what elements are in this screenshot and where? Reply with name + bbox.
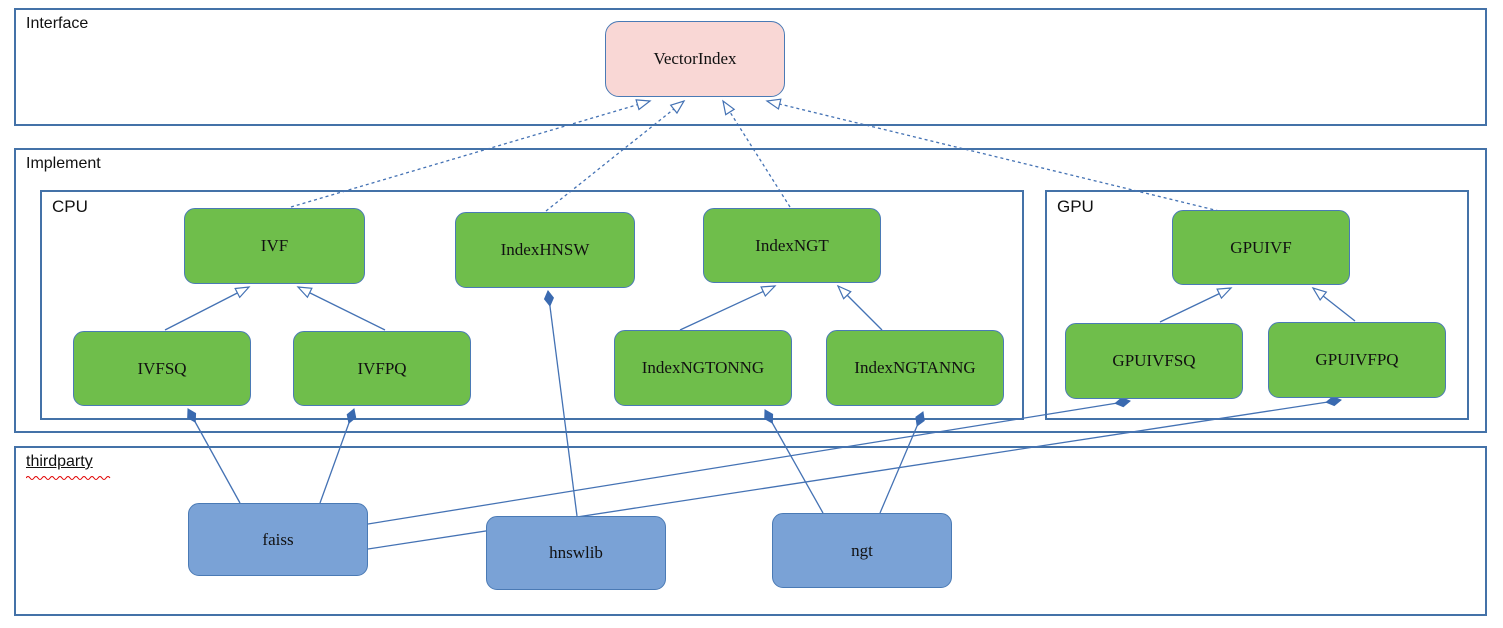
spellcheck-squiggle-icon xyxy=(26,476,111,480)
node-faiss-label: faiss xyxy=(262,529,294,549)
node-ngt-label: ngt xyxy=(851,540,873,560)
node-ivfsq[interactable]: IVFSQ xyxy=(73,331,251,406)
node-gpuivfpq-label: GPUIVFPQ xyxy=(1315,350,1399,369)
container-gpu-label: GPU xyxy=(1057,197,1094,216)
node-ivfsq-label: IVFSQ xyxy=(137,358,187,378)
node-indexngtanng-label: IndexNGTANNG xyxy=(854,358,976,377)
node-indexhnsw-label: IndexHNSW xyxy=(500,240,590,259)
node-gpuivfpq[interactable]: GPUIVFPQ xyxy=(1268,322,1446,398)
container-interface-label: Interface xyxy=(26,15,89,32)
node-indexngtonng-label: IndexNGTONNG xyxy=(641,358,765,377)
node-hnswlib-label: hnswlib xyxy=(549,543,603,562)
node-gpuivfsq[interactable]: GPUIVFSQ xyxy=(1065,323,1243,399)
node-indexngt[interactable]: IndexNGT xyxy=(703,208,881,283)
node-gpuivf-label: GPUIVF xyxy=(1230,237,1292,257)
container-cpu-label: CPU xyxy=(52,197,88,216)
node-ngt[interactable]: ngt xyxy=(772,513,952,588)
node-indexngtanng[interactable]: IndexNGTANNG xyxy=(826,330,1004,406)
node-indexhnsw[interactable]: IndexHNSW xyxy=(455,212,635,288)
container-implement-label: Implement xyxy=(26,155,101,172)
container-thirdparty-label: thirdparty xyxy=(26,453,93,470)
node-vectorindex[interactable]: VectorIndex xyxy=(605,21,785,97)
node-indexngtonng[interactable]: IndexNGTONNG xyxy=(614,330,792,406)
node-gpuivf[interactable]: GPUIVF xyxy=(1172,210,1350,285)
node-ivfpq[interactable]: IVFPQ xyxy=(293,331,471,406)
node-ivf-label: IVF xyxy=(260,236,289,255)
node-faiss[interactable]: faiss xyxy=(188,503,368,576)
node-indexngt-label: IndexNGT xyxy=(755,235,829,255)
node-gpuivfsq-label: GPUIVFSQ xyxy=(1112,351,1196,370)
node-hnswlib[interactable]: hnswlib xyxy=(486,516,666,590)
node-ivfpq-label: IVFPQ xyxy=(357,358,407,378)
node-ivf[interactable]: IVF xyxy=(184,208,365,284)
node-vectorindex-label: VectorIndex xyxy=(653,49,737,68)
